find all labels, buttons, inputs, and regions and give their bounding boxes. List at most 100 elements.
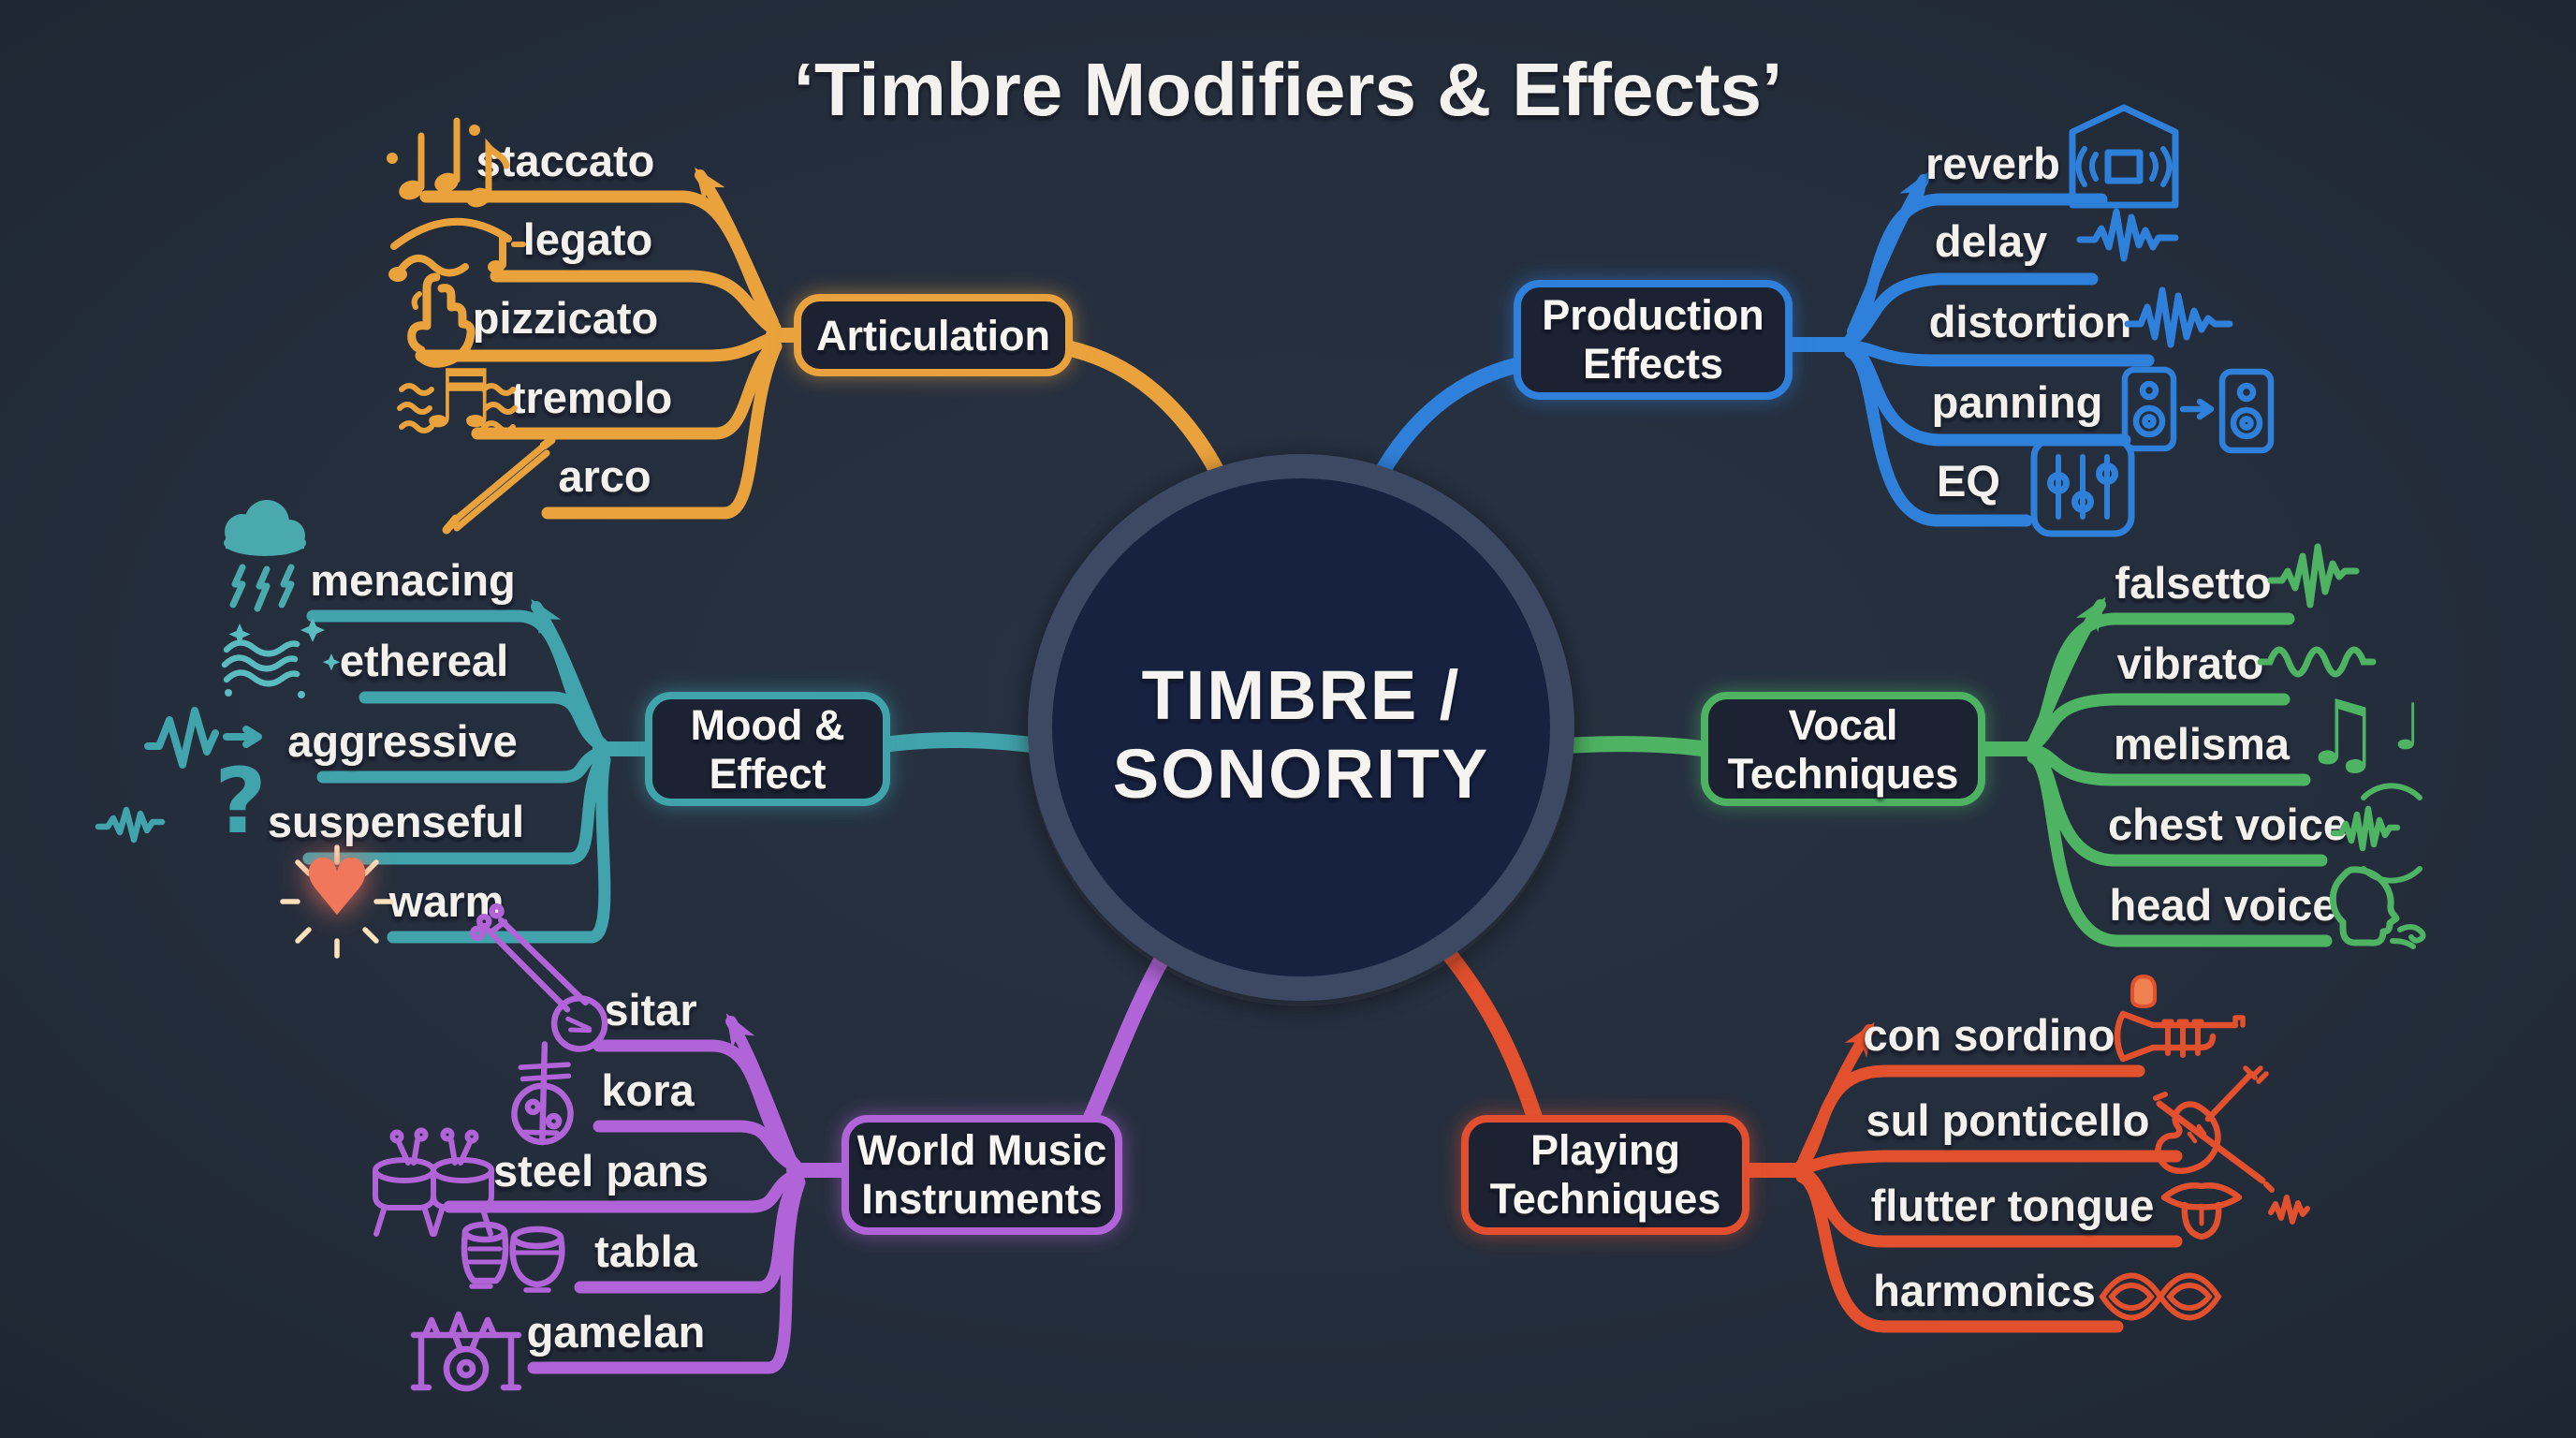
branch-boxes: Articulation Production Effects Mood & E… <box>645 280 1985 1235</box>
node-playing-techniques[interactable]: Playing Techniques <box>1461 1115 1749 1235</box>
leaf-legato[interactable]: legato <box>523 214 652 264</box>
connector-warm <box>387 754 611 944</box>
connector-gamelan <box>527 1176 806 1374</box>
gamelan-gong-icon <box>410 1311 522 1392</box>
mood-effect-label-line2: Effect <box>709 750 826 798</box>
node-world-music[interactable]: World Music Instruments <box>842 1115 1122 1235</box>
center-circle <box>1052 478 1550 976</box>
leaf-menacing[interactable]: menacing <box>310 555 515 605</box>
leaf-panning[interactable]: panning <box>1932 377 2103 427</box>
connector-arco <box>541 340 783 520</box>
connector-pizzicato <box>415 330 782 362</box>
leaf-tabla[interactable]: tabla <box>594 1226 698 1276</box>
production-effects-box[interactable] <box>1514 280 1793 400</box>
leaf-con-sordino[interactable]: con sordino <box>1864 1010 2115 1060</box>
connector-steel-pans <box>443 1167 804 1213</box>
leaf-sitar[interactable]: sitar <box>604 985 696 1034</box>
leaf-reverb[interactable]: reverb <box>1925 139 2060 188</box>
connector-aggressive <box>316 745 609 784</box>
world-music-label-line2: Instruments <box>861 1175 1103 1223</box>
svg-text:♩: ♩ <box>2393 691 2422 765</box>
world-music-label-line1: World Music <box>857 1126 1107 1174</box>
leaf-gamelan[interactable]: gamelan <box>527 1307 706 1357</box>
leaf-labels: staccato legato pizzicato tremolo arco r… <box>268 136 2348 1357</box>
leaf-steel-pans[interactable]: steel pans <box>493 1146 709 1196</box>
leaf-head-voice[interactable]: head voice <box>2110 880 2337 930</box>
node-production-effects[interactable]: Production Effects <box>1514 280 1793 400</box>
vocal-techniques-box[interactable] <box>1701 692 1985 806</box>
leaf-falsetto[interactable]: falsetto <box>2115 558 2271 608</box>
steel-pans-icon <box>373 1127 494 1237</box>
center-label-line1: TIMBRE / <box>1142 656 1461 734</box>
leaf-vibrato[interactable]: vibrato <box>2117 638 2264 688</box>
world-music-box[interactable] <box>842 1115 1122 1235</box>
leaf-arco[interactable]: arco <box>558 451 651 501</box>
connector-delay <box>1844 272 2099 348</box>
svg-text:?: ? <box>214 749 267 854</box>
leaf-tremolo[interactable]: tremolo <box>511 373 672 422</box>
leaf-harmonics[interactable]: harmonics <box>1873 1266 2096 1315</box>
arrow-falsetto <box>2029 596 2106 744</box>
connector-suspenseful <box>302 749 610 865</box>
center-labels: TIMBRE / SONORITY <box>1113 656 1489 813</box>
staccato-notes-icon <box>387 117 510 208</box>
connector-legato <box>490 270 782 337</box>
vocal-techniques-label-line2: Techniques <box>1728 750 1959 798</box>
melisma-notes-icon: ♫ ♩ <box>2302 681 2422 785</box>
connector-tremolo <box>471 336 782 440</box>
plucking-hand-icon <box>407 272 476 368</box>
connector-sul-ponticello <box>1795 1150 2183 1175</box>
spoke-world-music <box>1082 945 1174 1127</box>
connector-head-voice <box>2027 751 2333 947</box>
leaf-flutter-tongue[interactable]: flutter tongue <box>1871 1181 2155 1230</box>
arrow-reverb <box>1847 171 1929 337</box>
jagged-pulse-icon <box>144 707 262 769</box>
storm-cloud-icon <box>224 500 306 612</box>
production-effects-label-line1: Production <box>1542 291 1764 339</box>
falsetto-waveform-icon <box>2267 543 2360 609</box>
connector-eq <box>1844 345 2033 527</box>
delay-waveform-icon <box>2076 208 2179 262</box>
articulation-connectors <box>415 167 831 520</box>
leaf-kora[interactable]: kora <box>601 1065 695 1115</box>
page-title: ‘Timbre Modifiers & Effects’ <box>794 48 1783 131</box>
world-music-connectors <box>443 1013 859 1374</box>
leaf-delay[interactable]: delay <box>1935 216 2047 266</box>
mood-effect-box[interactable] <box>645 692 890 806</box>
playing-techniques-label-line1: Playing <box>1530 1126 1680 1174</box>
arrow-con-sordino <box>1798 1021 1875 1166</box>
legato-slur-icon <box>388 217 526 282</box>
production-effects-label-line2: Effects <box>1583 340 1723 388</box>
leaf-eq[interactable]: EQ <box>1937 456 2000 506</box>
leaf-aggressive[interactable]: aggressive <box>287 716 518 766</box>
leaf-sul-ponticello[interactable]: sul ponticello <box>1866 1095 2150 1145</box>
harmonic-waves-icon <box>2099 1272 2222 1321</box>
articulation-label: Articulation <box>816 312 1050 360</box>
leaf-suspenseful[interactable]: suspenseful <box>268 797 524 846</box>
articulation-box[interactable] <box>794 294 1073 376</box>
violin-bow-icon <box>2153 1065 2275 1193</box>
sitar-icon <box>469 903 608 1052</box>
playing-techniques-box[interactable] <box>1461 1115 1749 1235</box>
reverb-room-icon <box>2069 104 2179 209</box>
leaf-distortion[interactable]: distortion <box>1929 297 2132 346</box>
spoke-playing-techniques <box>1436 940 1544 1127</box>
svg-text:♥: ♥ <box>301 842 372 933</box>
arrow-sitar <box>725 1013 798 1167</box>
node-articulation[interactable]: Articulation <box>794 294 1073 376</box>
leaf-melisma[interactable]: melisma <box>2114 719 2291 769</box>
leaf-pizzicato[interactable]: pizzicato <box>473 293 658 343</box>
center-node[interactable] <box>1028 454 1574 1001</box>
tremolo-notes-icon: ♬ <box>397 353 518 447</box>
node-vocal-techniques[interactable]: Vocal Techniques <box>1701 692 1985 806</box>
waveform-question-icon: ? <box>95 749 267 854</box>
glowing-heart-icon: ♥ <box>280 842 394 959</box>
leaf-icons: ♬ <box>95 104 2426 1392</box>
leaf-ethereal[interactable]: ethereal <box>340 636 508 685</box>
mood-effect-label-line1: Mood & <box>691 701 845 749</box>
center-label-line2: SONORITY <box>1113 735 1489 813</box>
node-mood-effect[interactable]: Mood & Effect <box>645 692 890 806</box>
playing-techniques-connectors <box>1734 1021 2183 1333</box>
leaf-chest-voice[interactable]: chest voice <box>2108 800 2348 849</box>
